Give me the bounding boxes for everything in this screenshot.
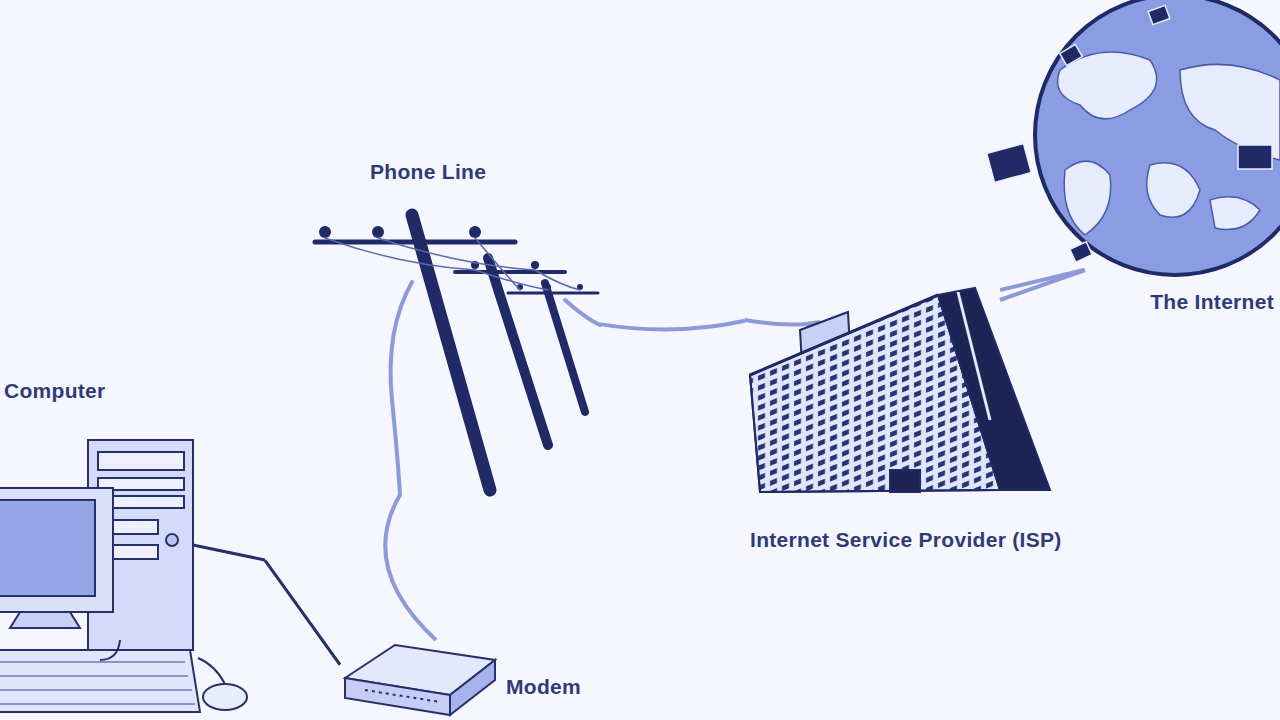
telephone-poles (315, 215, 600, 495)
internet-globe (987, 0, 1280, 300)
modem-illustration (345, 645, 495, 715)
isp-node: Internet Service Provider (ISP) (745, 290, 1060, 495)
cable-connector (385, 495, 436, 640)
node-label: Phone Line (370, 160, 486, 184)
cable-connector (265, 560, 340, 664)
computer-node: Computer (0, 435, 265, 720)
isp-building (745, 288, 1050, 492)
modem-node: Modem (340, 640, 500, 715)
cable-connector (1000, 270, 1084, 290)
node-label: Modem (506, 675, 581, 699)
node-label: Internet Service Provider (ISP) (750, 528, 1062, 552)
cable-connector (600, 321, 745, 330)
computer-illustration (0, 440, 265, 712)
node-label: The Internet (1150, 290, 1274, 314)
node-label: Computer (4, 379, 106, 403)
phone-line-node: Phone Line (310, 160, 600, 495)
internet-node: The Internet (1035, 0, 1280, 270)
